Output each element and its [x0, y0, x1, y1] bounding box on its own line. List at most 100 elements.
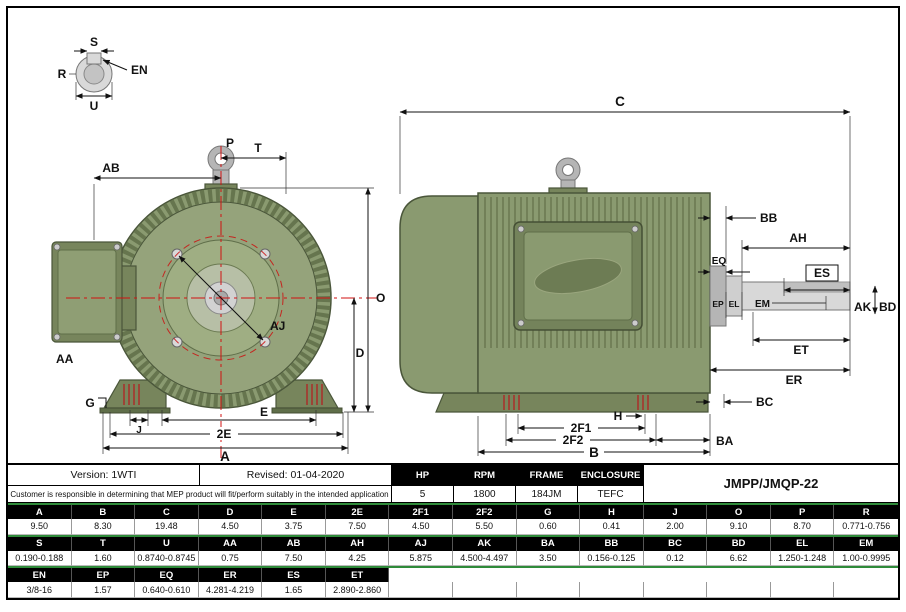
spec-value-enclosure: TEFC	[578, 486, 644, 504]
dim-label-bb: BB	[760, 211, 778, 225]
front-view	[51, 145, 378, 458]
dim-value-cell-3-0: 0.190-0.188	[8, 550, 72, 567]
keyway-detail: S R EN U	[58, 35, 148, 113]
dim-header-cell-4-1: EP	[71, 568, 136, 583]
dim-value-cell-1-12: 8.70	[770, 519, 835, 535]
dim-label-em: EM	[755, 299, 770, 310]
dim-header-cell-4-0: EN	[8, 568, 72, 583]
dim-value-cell-3-9: 0.156-0.125	[580, 550, 644, 567]
dim-header-cell-2-10: BC	[643, 536, 708, 551]
dim-value-cell-3-1: 1.60	[71, 550, 136, 567]
dim-value-cell-3-8: 3.50	[516, 550, 581, 567]
dim-label-ab: AB	[102, 161, 120, 175]
dim-value-cell-5-2: 0.640-0.610	[135, 582, 199, 598]
key-slot	[86, 52, 102, 65]
dim-value-cell-5-6	[389, 582, 453, 598]
dim-header-cell-2-11: BD	[707, 536, 771, 551]
dim-label-d: D	[356, 346, 365, 360]
dim-value-cell-3-13: 1.00-0.9995	[834, 551, 898, 567]
spec-header-rpm: RPM	[454, 465, 516, 487]
dim-value-cell-5-11	[707, 582, 771, 598]
dim-label-j: J	[136, 425, 142, 436]
dim-label-p: P	[226, 136, 234, 150]
dim-label-r: R	[58, 67, 67, 81]
dim-header-cell-0-4: E	[262, 505, 326, 520]
foot-slot-hatching-front	[123, 384, 323, 405]
dim-value-cell-1-8: 0.60	[516, 519, 581, 535]
dim-value-cell-1-3: 4.50	[198, 519, 263, 535]
dim-header-cell-0-1: B	[71, 505, 136, 520]
spec-footer: Version: 1WTI Revised: 01-04-2020 HP RPM…	[8, 463, 898, 598]
dim-label-2f1: 2F1	[571, 421, 592, 435]
dim-header-cell-0-13: R	[834, 505, 898, 520]
dim-header-cell-4-5: ET	[325, 568, 390, 583]
dim-header-cell-2-1: T	[71, 536, 136, 551]
dim-value-cell-3-2: 0.8740-0.8745	[135, 550, 199, 567]
dim-header-cell-2-9: BB	[580, 536, 644, 551]
dim-header-cell-4-11	[707, 568, 771, 583]
dim-value-cell-5-5: 2.890-2.860	[325, 582, 390, 598]
dim-label-bd: BD	[879, 300, 897, 314]
dim-value-cell-5-8	[516, 582, 581, 598]
dim-header-cell-2-7: AK	[453, 536, 517, 551]
dim-header-cell-0-11: O	[707, 505, 771, 520]
side-view-dimensions: C BB AH EQ ES EP EL EM	[399, 94, 897, 460]
dim-header-cell-0-10: J	[643, 505, 708, 520]
dim-value-cell-3-11: 6.62	[707, 550, 771, 567]
dim-label-aj: AJ	[270, 319, 285, 333]
dim-label-es: ES	[814, 266, 830, 280]
dim-header-cell-0-9: H	[580, 505, 644, 520]
dim-header-cell-4-4: ES	[262, 568, 326, 583]
foot-slot-hatching-side	[503, 395, 649, 410]
dim-value-cell-3-4: 7.50	[262, 550, 326, 567]
dim-header-cell-2-8: BA	[516, 536, 581, 551]
front-view-dimensions: AB P T O D AJ AA G	[56, 136, 385, 463]
dim-header-cell-2-3: AA	[198, 536, 263, 551]
dim-label-t: T	[254, 141, 262, 155]
technical-drawing: S R EN U	[8, 8, 898, 463]
dim-value-cell-3-7: 4.500-4.497	[453, 550, 517, 567]
spec-sheet: S R EN U	[6, 6, 900, 600]
dim-value-cell-3-5: 4.25	[325, 550, 390, 567]
dim-value-cell-1-5: 7.50	[325, 519, 390, 535]
dim-header-cell-4-12	[770, 568, 835, 583]
fan-cover-side	[399, 195, 479, 394]
dim-header-cell-2-5: AH	[325, 536, 390, 551]
dim-header-cell-2-2: U	[135, 536, 199, 551]
dim-header-cell-0-5: 2E	[325, 505, 390, 520]
dim-label-et: ET	[793, 343, 809, 357]
dim-value-cell-3-12: 1.250-1.248	[770, 550, 835, 567]
mounting-feet-side	[435, 392, 709, 413]
dim-label-2e: 2E	[217, 427, 232, 441]
dim-value-cell-3-10: 0.12	[643, 550, 708, 567]
dim-value-cell-5-3: 4.281-4.219	[198, 582, 263, 598]
spec-header-enclosure: ENCLOSURE	[578, 465, 644, 487]
dim-header-cell-0-7: 2F2	[453, 505, 517, 520]
nameplate-oval	[534, 257, 622, 295]
model-number: JMPP/JMQP-22	[644, 465, 898, 504]
dim-header-cell-0-6: 2F1	[389, 505, 453, 520]
dim-label-eq: EQ	[712, 256, 727, 267]
spec-header-hp: HP	[392, 465, 454, 487]
dim-header-cell-4-2: EQ	[135, 568, 199, 583]
dim-label-el: EL	[729, 299, 740, 309]
dim-label-ep: EP	[712, 299, 724, 309]
dim-label-h: H	[614, 409, 623, 423]
dim-header-cell-0-2: C	[135, 505, 199, 520]
dim-label-a: A	[220, 449, 230, 463]
dim-label-g: G	[85, 396, 94, 410]
dim-label-2f2: 2F2	[563, 433, 584, 447]
spec-value-frame: 184JM	[516, 486, 578, 504]
dim-label-er: ER	[786, 373, 803, 387]
spec-value-rpm: 1800	[454, 486, 516, 504]
dim-label-ba: BA	[716, 434, 734, 448]
dim-value-cell-1-7: 5.50	[453, 519, 517, 535]
dim-value-cell-3-3: 0.75	[198, 550, 263, 567]
dim-value-cell-5-7	[453, 582, 517, 598]
side-view	[399, 157, 851, 413]
dim-label-s: S	[90, 35, 98, 49]
dim-header-cell-0-0: A	[8, 505, 72, 520]
dim-header-cell-4-8	[516, 568, 581, 583]
